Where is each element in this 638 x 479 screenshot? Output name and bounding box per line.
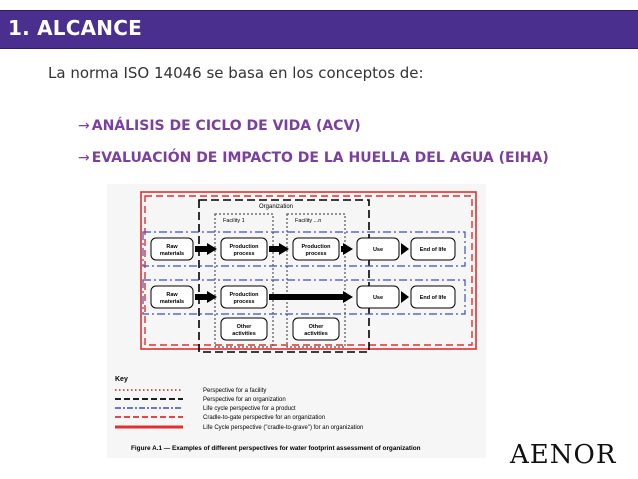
svg-text:End of life: End of life xyxy=(420,247,447,253)
svg-text:Life Cycle perspective ("cradl: Life Cycle perspective ("cradle-to-grave… xyxy=(203,425,363,431)
intro-text: La norma ISO 14046 se basa en los concep… xyxy=(48,64,424,82)
svg-text:End of life: End of life xyxy=(420,295,447,301)
svg-text:Perspective for a facility: Perspective for a facility xyxy=(203,388,266,394)
arrow-icon: → xyxy=(78,150,90,166)
figure-diagram: Organization Facility 1 Facility ...n Ra… xyxy=(107,184,486,458)
use-box-2 xyxy=(356,285,400,309)
facility-1-label: Facility 1 xyxy=(223,218,245,224)
production-process-box xyxy=(220,237,268,261)
aenor-logo: AENOR xyxy=(510,440,617,470)
organization-label: Organization xyxy=(259,204,293,210)
organization-boundary xyxy=(198,199,370,353)
key-title: Key xyxy=(115,376,128,383)
svg-text:Use: Use xyxy=(373,247,383,253)
water-footprint-figure: Organization Facility 1 Facility ...n Ra… xyxy=(107,184,486,458)
end-of-life-box xyxy=(410,237,456,261)
svg-text:Use: Use xyxy=(373,295,383,301)
red-solid-boundary xyxy=(140,191,477,350)
other-activities-box xyxy=(220,317,268,341)
facility-n-boundary xyxy=(286,213,346,348)
end-of-life-box-2 xyxy=(410,285,456,309)
production-process-box-n xyxy=(292,237,340,261)
figure-caption: Figure A.1 — Examples of different persp… xyxy=(131,445,421,452)
other-activities-box-n xyxy=(292,317,340,341)
facility-n-label: Facility ...n xyxy=(295,218,321,224)
slide-title: 1. ALCANCE xyxy=(8,16,142,40)
svg-text:Life cycle perspective for a p: Life cycle perspective for a product xyxy=(203,406,296,412)
title-bar: 1. ALCANCE xyxy=(0,10,638,49)
arrow-icon: → xyxy=(78,118,90,134)
blue-perspective-row1 xyxy=(142,231,466,267)
use-box xyxy=(356,237,400,261)
raw-materials-box-2 xyxy=(150,285,194,309)
bullet-eiha: →EVALUACIÓN DE IMPACTO DE LA HUELLA DEL … xyxy=(78,150,549,166)
bullet-acv: →ANÁLISIS DE CICLO DE VIDA (ACV) xyxy=(78,118,361,134)
svg-text:Cradle-to-gate perspective for: Cradle-to-gate perspective for an organi… xyxy=(203,415,325,421)
blue-perspective-row2 xyxy=(142,279,466,315)
raw-materials-box xyxy=(150,237,194,261)
bullet-eiha-text: EVALUACIÓN DE IMPACTO DE LA HUELLA DEL A… xyxy=(91,150,549,166)
production-process-box-2 xyxy=(220,285,268,309)
red-dashed-boundary xyxy=(144,195,473,346)
bullet-acv-text: ANÁLISIS DE CICLO DE VIDA (ACV) xyxy=(91,118,361,134)
svg-text:Perspective for an organizatio: Perspective for an organization xyxy=(203,397,286,403)
